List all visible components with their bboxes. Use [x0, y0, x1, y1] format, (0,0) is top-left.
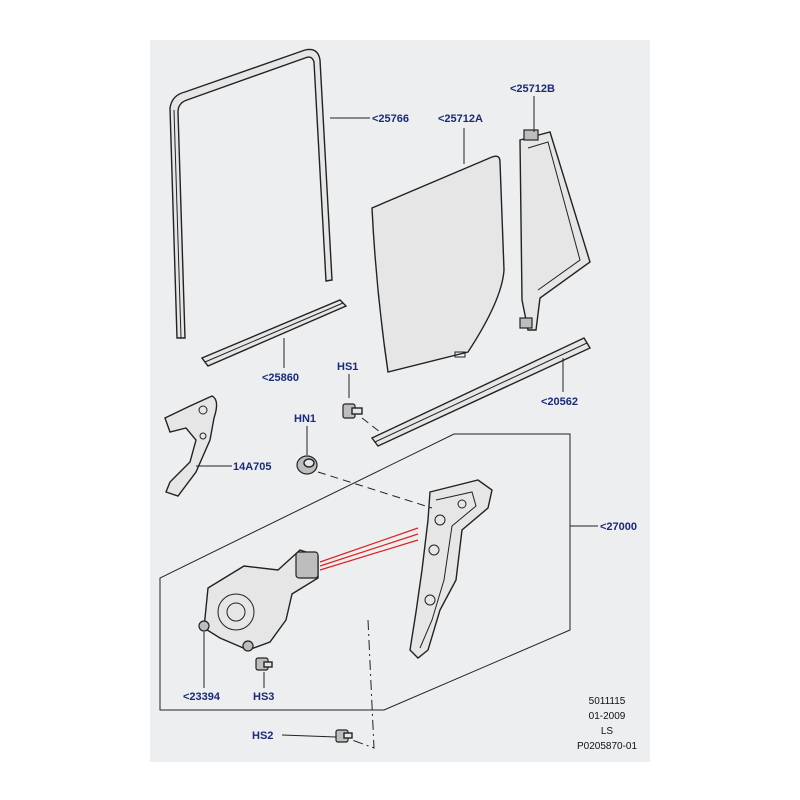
outer-weatherstrip-part [370, 337, 592, 447]
screw-hs3-part [255, 657, 273, 671]
nut-hn1-part [296, 455, 318, 475]
bracket-part [164, 395, 218, 497]
nut-alignment-line [317, 471, 433, 509]
info-line-1: 5011115 [589, 696, 626, 707]
callout-inner-weatherstrip: <25860 [262, 372, 299, 384]
regulator-group-outline [159, 433, 571, 711]
callout-regulator: <27000 [600, 521, 637, 533]
info-line-3: LS [601, 726, 614, 737]
callout-bracket: 14A705 [233, 461, 272, 473]
hs1-alignment-line [361, 417, 381, 433]
callout-quarter-glass: <25712B [510, 83, 555, 95]
callout-hs2: HS2 [252, 730, 273, 742]
alignment-lines [319, 527, 419, 571]
bolt-hs1-part [342, 403, 363, 419]
window-regulator-part [409, 479, 493, 659]
main-door-glass-part [371, 155, 505, 373]
hs2-alignment-line [351, 619, 375, 749]
inner-weatherstrip-part [200, 299, 348, 367]
info-line-2: 01-2009 [589, 711, 626, 722]
run-channel-part [169, 48, 333, 339]
callout-hs3: HS3 [253, 691, 274, 703]
callout-outer-weatherstrip: <20562 [541, 396, 578, 408]
screw-hs2-part [335, 729, 353, 743]
callout-hs1: HS1 [337, 361, 358, 373]
callout-run-channel: <25766 [372, 113, 409, 125]
quarter-glass-part [519, 129, 591, 331]
info-line-4: P0205870-01 [577, 741, 637, 752]
window-motor-part [198, 549, 319, 652]
callout-motor: <23394 [183, 691, 221, 703]
callout-main-glass: <25712A [438, 113, 483, 125]
callout-hn1: HN1 [294, 413, 316, 425]
info-block: 5011115 01-2009 LS P0205870-01 [577, 696, 637, 752]
leader-lines [196, 96, 598, 738]
